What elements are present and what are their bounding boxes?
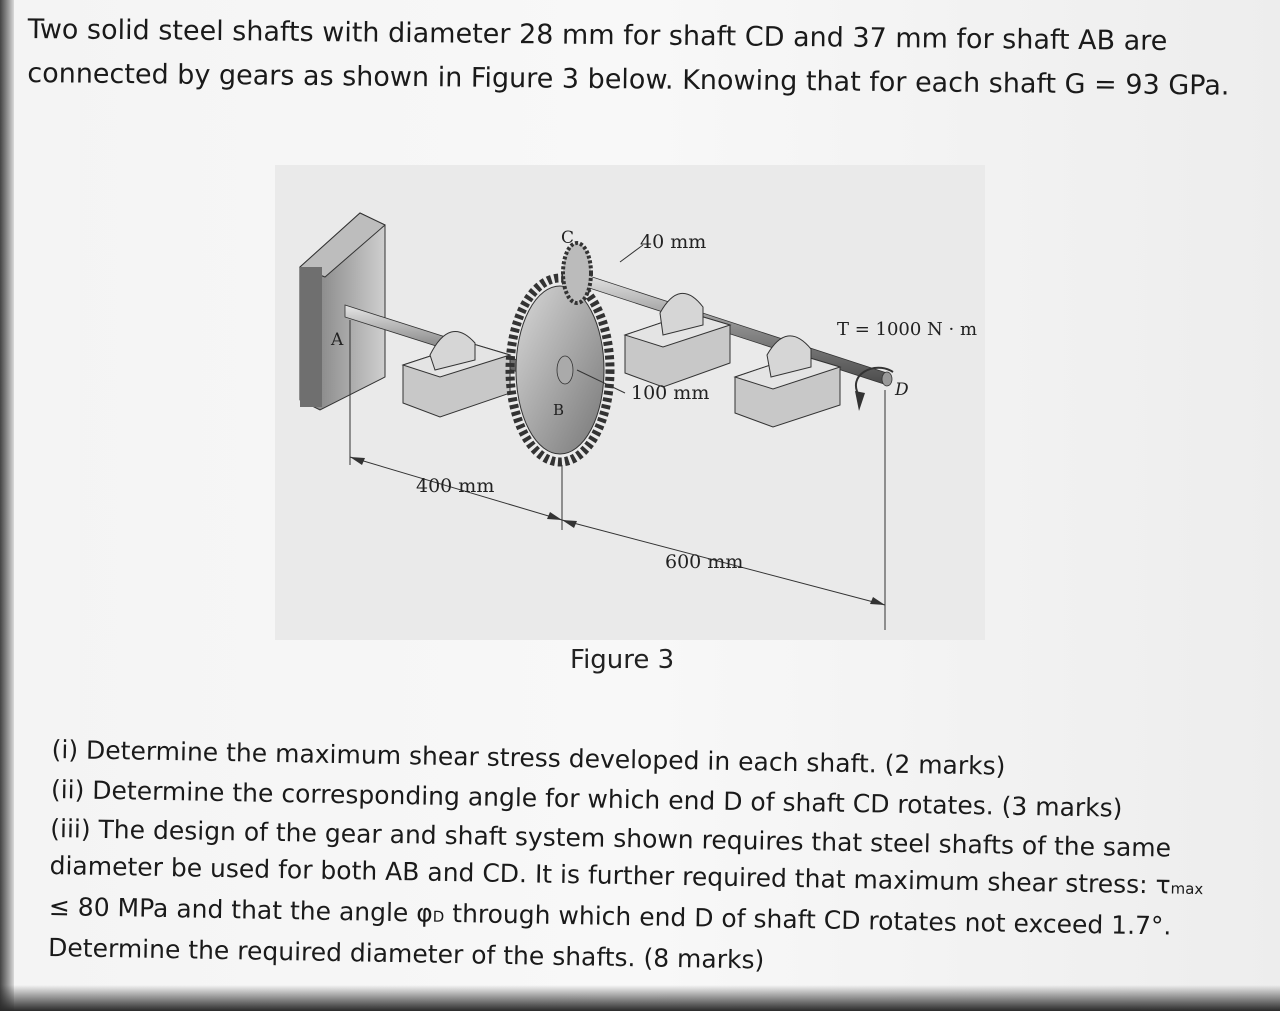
- label-c: C: [561, 228, 574, 248]
- question-3-text-a: (iii) The design of the gear and shaft s…: [49, 813, 1172, 900]
- label-b: B: [553, 401, 564, 419]
- torque-arrow: [854, 366, 894, 411]
- label-600mm: 600 mm: [665, 551, 743, 573]
- figure-3: C 40 mm T = 1000 N · m A B 100 mm D 400 …: [275, 165, 985, 640]
- fixed-wall: [299, 212, 386, 411]
- question-list: (i) Determine the maximum shear stress d…: [48, 730, 1232, 987]
- gear-b: [505, 273, 615, 467]
- figure-caption: Figure 3: [570, 645, 675, 675]
- phi-subscript: D: [432, 907, 445, 926]
- bearing-ab: [401, 331, 512, 418]
- dimension-lines: [349, 320, 886, 630]
- gear-shaft-diagram: C 40 mm T = 1000 N · m A B 100 mm D 400 …: [299, 212, 977, 630]
- label-a: A: [330, 330, 344, 350]
- screen-edge-shadow: [0, 0, 14, 1011]
- bearing-cd-right: [733, 335, 842, 428]
- screen-bottom-edge: [0, 985, 1280, 1011]
- label-400mm: 400 mm: [416, 475, 494, 497]
- problem-intro: Two solid steel shafts with diameter 28 …: [27, 13, 1230, 102]
- leader-100mm: [576, 369, 626, 394]
- question-3-text-b: ≤ 80 MPa and that the angle φ: [48, 891, 434, 928]
- label-torque: T = 1000 N · m: [837, 319, 977, 340]
- label-40mm: 40 mm: [640, 231, 706, 253]
- question-3: (iii) The design of the gear and shaft s…: [48, 810, 1231, 987]
- gear-c: [561, 241, 593, 305]
- label-d: D: [894, 380, 909, 400]
- label-100mm: 100 mm: [631, 382, 709, 404]
- bearing-cd-left: [623, 292, 732, 388]
- leader-40mm: [619, 244, 644, 263]
- tau-subscript: max: [1170, 879, 1204, 899]
